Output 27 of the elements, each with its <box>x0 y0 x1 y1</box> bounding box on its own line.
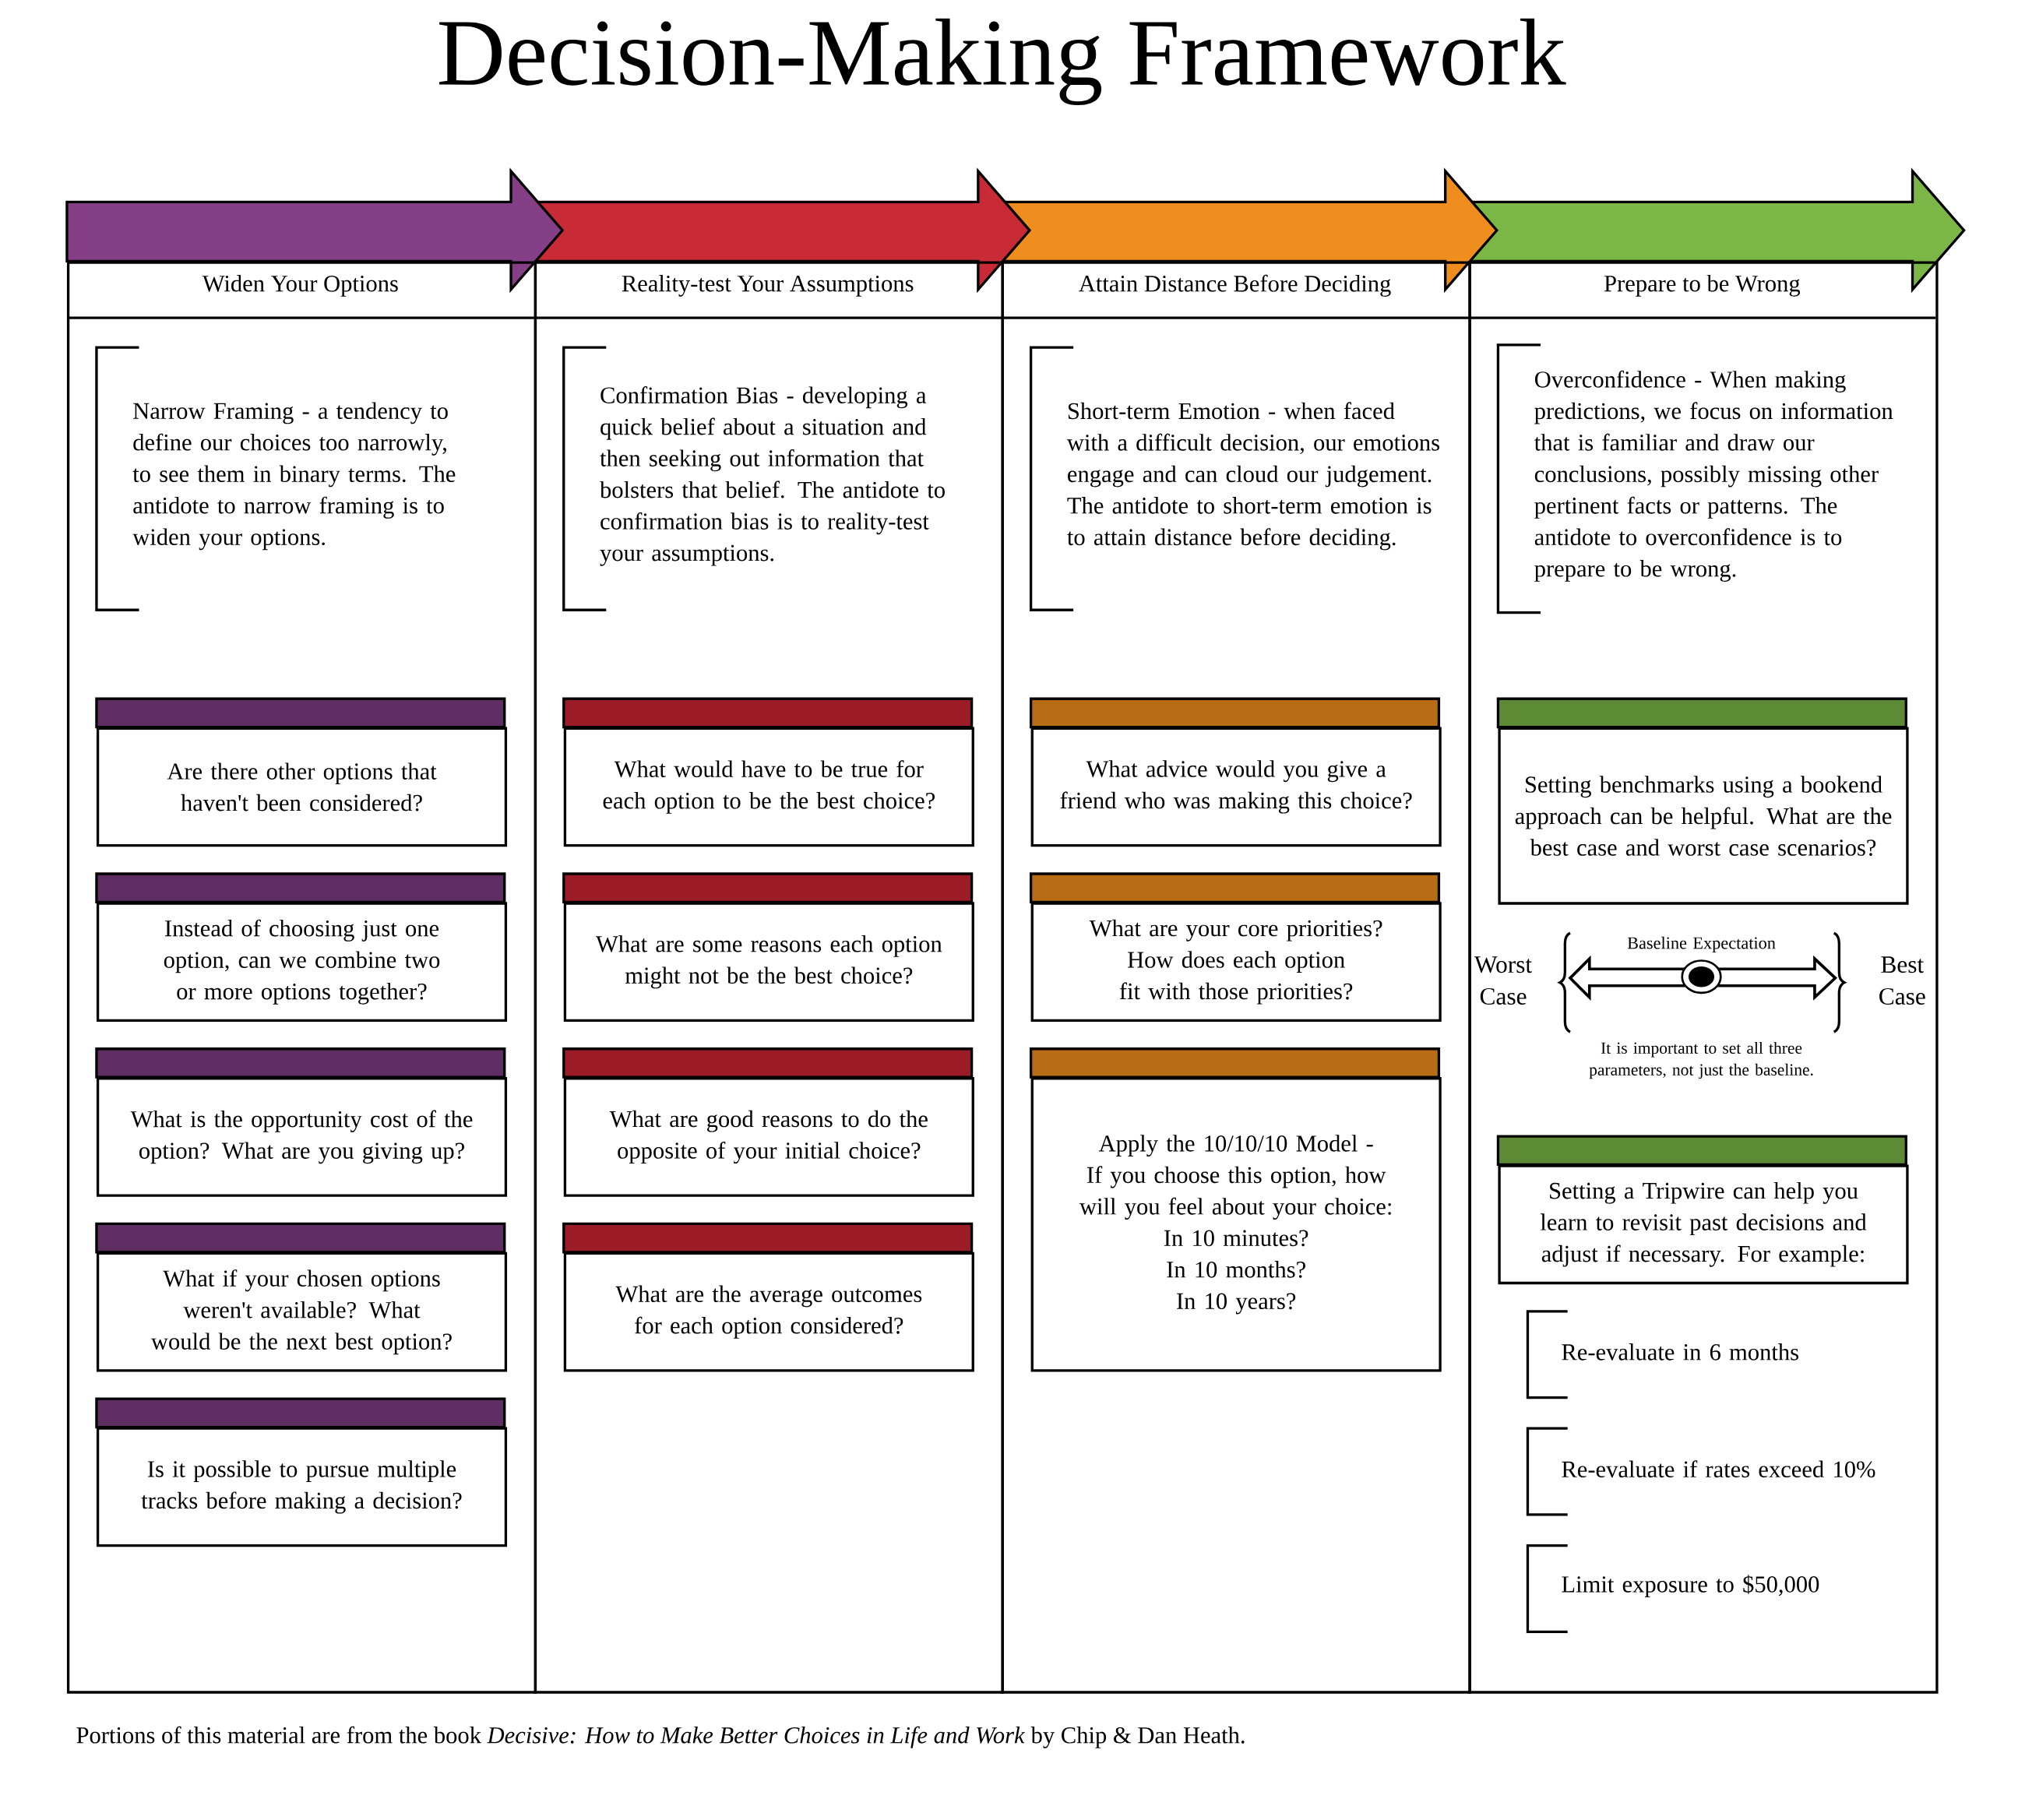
scale-label: Worst Case <box>1474 956 1532 1005</box>
note-text: It is important to set all three parameters, not just the baseline. <box>1589 1042 1813 1079</box>
bracketed-item: Re-evaluate if rates exceed 10% <box>1526 1427 1875 1516</box>
question-card: What would have to be true for each option to be the best choice? <box>562 697 974 847</box>
question-card: Instead of choosing just one option, can we combine two or more options together? <box>95 872 508 1023</box>
question-card: Is it possible to pursue multiple tracks before making a decision? <box>95 1397 508 1547</box>
question-card: Setting benchmarks using a bookend approach can be helpful. What are the best case and worst case scenarios? <box>1496 697 1909 905</box>
question-card: What is the opportunity cost of the option? What are you giving up? <box>95 1047 508 1197</box>
bracketed-note: Confirmation Bias - developing a quick belief about a situation and then seeking out information that bolsters that belief. The antidote to confirmation bias is to reality-test your assumptions. <box>562 346 945 612</box>
scale-label: Best Case <box>1879 956 1925 1005</box>
question-card: Are there other options that haven't been considered? <box>95 697 508 847</box>
question-card: Apply the 10/10/10 Model - If you choose this option, how will you feel about your choice: In 10 minutes? In 10 months? In 10 years? <box>1029 1047 1442 1372</box>
question-card: What are some reasons each option might not be the best choice? <box>562 872 974 1023</box>
bracketed-note: Overconfidence - When making predictions, we focus on information that is familiar and draw our conclusions, possibly missing other pertinent facts or patterns. The antidote to overconfidence is to prepare to be wrong. <box>1496 343 1893 614</box>
question-card: What are good reasons to do the opposite of your initial choice? <box>562 1047 974 1197</box>
question-card: What advice would you give a friend who was making this choice? <box>1029 697 1442 847</box>
bracketed-note: Narrow Framing - a tendency to define our choices too narrowly, to see them in binary terms. The antidote to narrow framing is to widen your options. <box>95 346 456 612</box>
question-card: What if your chosen options weren't available? What would be the next best option? <box>95 1223 508 1372</box>
bracketed-item: Re-evaluate in 6 months <box>1526 1310 1798 1399</box>
question-card: What are the average outcomes for each option considered? <box>562 1223 974 1372</box>
bracketed-item: Limit exposure to $50,000 <box>1526 1544 1819 1634</box>
title: Decision-Making Framework <box>439 18 1566 106</box>
scale-label: Baseline Expectation <box>1627 937 1776 953</box>
bracketed-note: Short-term Emotion - when faced with a difficult decision, our emotions engage and can cloud our judgement. The antidote to short-term emotion is to attain distance before deciding. <box>1029 346 1439 612</box>
question-card: What are your core priorities? How does each option fit with those priorities? <box>1029 872 1442 1023</box>
question-card: Setting a Tripwire can help you learn to revisit past decisions and adjust if necessary. For example: <box>1496 1135 1909 1285</box>
caption: Portions of this material are from the book Decisive: How to Make Better Choices in Life and Work by Chip & Dan Heath. <box>76 1726 1245 1749</box>
